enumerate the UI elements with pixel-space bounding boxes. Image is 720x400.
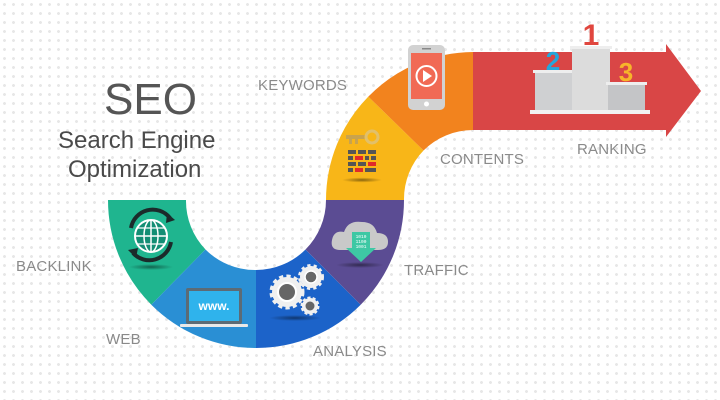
svg-text:www.: www. bbox=[198, 299, 230, 313]
globe-sync-icon bbox=[128, 207, 175, 270]
smartphone-video-icon bbox=[408, 45, 445, 110]
podium-icon: 1 2 3 bbox=[530, 19, 650, 114]
svg-text:1: 1 bbox=[583, 19, 600, 52]
svg-text:3: 3 bbox=[619, 57, 633, 87]
gears-icon bbox=[269, 264, 324, 321]
svg-text:1001: 1001 bbox=[356, 244, 367, 250]
label-analysis: ANALYSIS bbox=[313, 343, 387, 360]
title-acronym: SEO bbox=[104, 75, 197, 124]
label-ranking: RANKING bbox=[577, 141, 647, 158]
cloud-download-icon: 1010 1100 1001 bbox=[331, 221, 388, 268]
label-web: WEB bbox=[106, 331, 141, 348]
key-firewall-icon bbox=[342, 129, 382, 183]
label-backlink: BACKLINK bbox=[16, 258, 92, 275]
svg-text:1010: 1010 bbox=[356, 234, 367, 240]
laptop-www-icon: www. bbox=[180, 288, 248, 327]
label-keywords: KEYWORDS bbox=[258, 77, 348, 94]
title-line-2: Optimization bbox=[68, 156, 202, 183]
svg-text:1100: 1100 bbox=[356, 239, 367, 245]
label-contents: CONTENTS bbox=[440, 151, 525, 168]
label-traffic: TRAFFIC bbox=[404, 262, 469, 279]
title-line-1: Search Engine bbox=[58, 127, 216, 154]
svg-text:2: 2 bbox=[546, 46, 560, 76]
segment-keywords bbox=[326, 96, 424, 200]
